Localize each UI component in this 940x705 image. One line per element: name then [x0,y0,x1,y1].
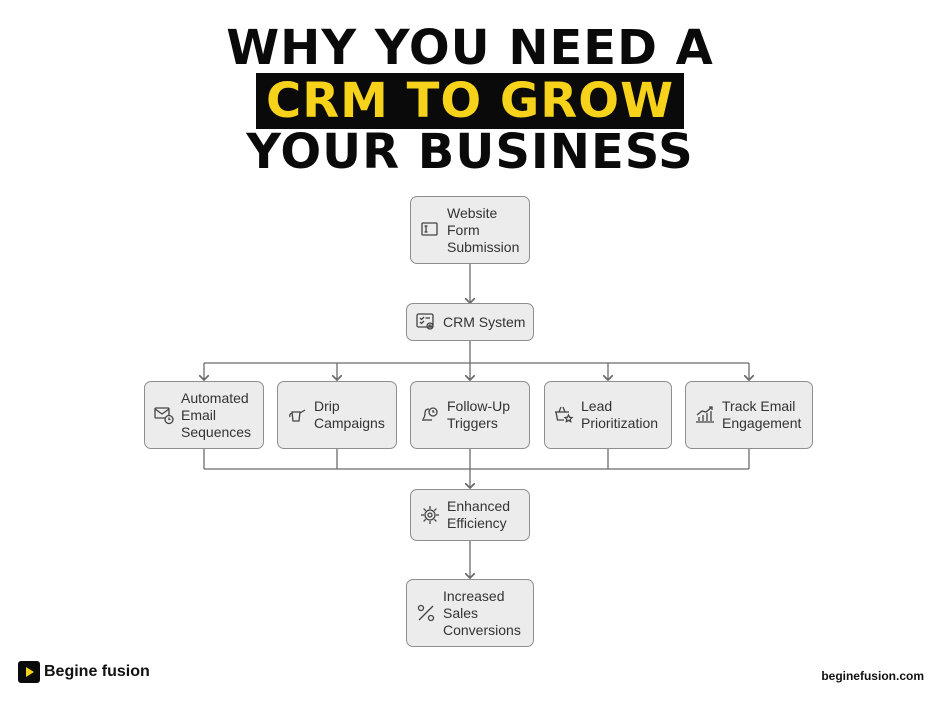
node-label: Increased Sales Conversions [443,587,521,638]
node-label: Drip Campaigns [314,398,385,431]
basket-star-icon [555,406,574,423]
watering-can-icon [289,409,306,422]
node-label: Automated Email Sequences [181,389,252,440]
node-website-form-submission: Website Form Submission [410,196,530,264]
node-label: Enhanced Efficiency [447,498,511,531]
brand-logo-mark [18,661,40,683]
title-line-2-highlight: CRM TO GROW [255,73,685,129]
bell-clock-icon [422,407,438,421]
crm-dashboard-icon [416,313,434,330]
node-follow-up-triggers: Follow-Up Triggers [410,381,530,449]
node-drip-campaigns: Drip Campaigns [277,381,397,449]
percent-icon [417,604,435,622]
node-increased-sales-conversions: Increased Sales Conversions [406,579,534,647]
website-url: beginefusion.com [821,669,924,683]
node-label: Track Email Engagement [722,398,802,431]
title-highlight-wrap: CRM TO GROW [0,73,940,129]
gear-icon [421,506,439,524]
brand-logo: Begine fusion [18,661,150,683]
node-crm-system: CRM System [406,303,534,341]
node-label: CRM System [443,313,526,330]
form-icon [421,222,438,236]
node-lead-prioritization: Lead Prioritization [544,381,672,449]
title-line-1: WHY YOU NEED A [226,20,714,76]
node-automated-email-sequences: Automated Email Sequences [144,381,264,449]
node-label: Lead Prioritization [581,398,659,431]
node-label: Website Form Submission [447,204,520,255]
node-enhanced-efficiency: Enhanced Efficiency [410,489,530,541]
title-line-3: YOUR BUSINESS [246,124,694,180]
node-track-email-engagement: Track Email Engagement [685,381,813,449]
chart-trend-icon [696,406,714,423]
brand-name: Begine fusion [44,663,150,680]
node-label: Follow-Up Triggers [447,398,511,431]
email-clock-icon [154,407,174,425]
